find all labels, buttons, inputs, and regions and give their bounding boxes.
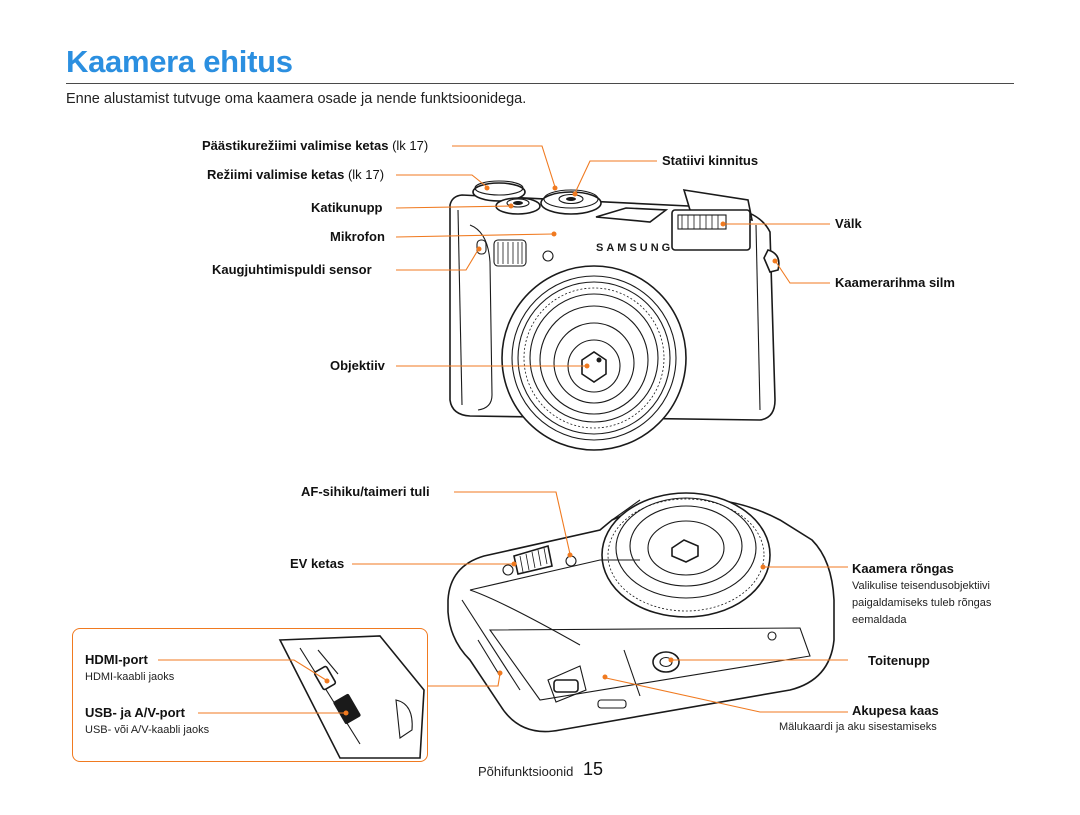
label-remote-sensor: Kaugjuhtimispuldi sensor bbox=[212, 262, 372, 277]
label-af-lamp: AF-sihiku/taimeri tuli bbox=[301, 484, 430, 499]
leader-lines bbox=[158, 145, 848, 716]
lens-ring-description: Valikulise teisendusobjektiivi paigaldam… bbox=[852, 580, 992, 626]
label-flash: Välk bbox=[835, 216, 862, 231]
page-title: Kaamera ehitus bbox=[66, 44, 293, 79]
usb-av-port-description: USB- või A/V-kaabli jaoks bbox=[85, 724, 210, 736]
label-power-button: Toitenupp bbox=[868, 653, 930, 668]
brand-logo: SAMSUNG bbox=[596, 242, 673, 254]
label-shutter-mode-dial: Päästikurežiimi valimise ketas (lk 17) bbox=[202, 138, 429, 153]
port-closeup-illustration bbox=[278, 635, 425, 759]
port-closeup-frame bbox=[72, 628, 428, 762]
footer-section-name: Põhifunktsioonid bbox=[478, 764, 574, 779]
label-ev-dial: EV ketas bbox=[290, 556, 345, 571]
title-divider bbox=[66, 83, 1014, 84]
camera-front-illustration bbox=[449, 180, 780, 451]
label-strap-eyelet: Kaamerarihma silm bbox=[835, 275, 955, 290]
label-mode-dial: Režiimi valimise ketas (lk 17) bbox=[207, 167, 385, 182]
label-hdmi-port: HDMI-port bbox=[85, 652, 148, 667]
label-shutter-button: Katikunupp bbox=[311, 200, 383, 215]
hdmi-port-description: HDMI-kaabli jaoks bbox=[85, 671, 175, 683]
label-tripod-mount: Statiivi kinnitus bbox=[662, 153, 759, 168]
label-microphone: Mikrofon bbox=[330, 229, 385, 244]
battery-cover-description: Mälukaardi ja aku sisestamiseks bbox=[779, 721, 937, 733]
label-usb-av-port: USB- ja A/V-port bbox=[85, 705, 185, 720]
label-lens: Objektiiv bbox=[330, 358, 385, 373]
label-battery-cover: Akupesa kaas bbox=[852, 703, 939, 718]
intro-text: Enne alustamist tutvuge oma kaamera osad… bbox=[66, 91, 527, 107]
label-lens-ring: Kaamera rõngas bbox=[852, 561, 954, 576]
page-number: 15 bbox=[583, 759, 604, 779]
camera-bottom-illustration bbox=[447, 492, 835, 733]
